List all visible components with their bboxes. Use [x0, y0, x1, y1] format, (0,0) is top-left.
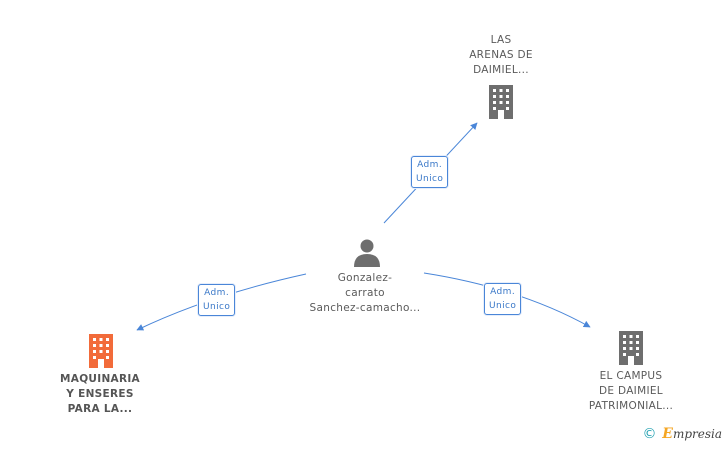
relation-badge[interactable]: Adm. Unico — [411, 156, 449, 188]
building-icon[interactable] — [485, 85, 517, 119]
empresia-logo: Empresia — [662, 426, 722, 442]
person-icon[interactable] — [352, 237, 382, 267]
company-label-las-arenas[interactable]: LAS ARENAS DE DAIMIEL... — [469, 34, 533, 76]
relation-badge[interactable]: Adm. Unico — [198, 284, 236, 316]
relation-badge[interactable]: Adm. Unico — [484, 283, 522, 315]
brand-footer: © Empresia — [642, 426, 722, 442]
building-icon[interactable] — [85, 334, 117, 368]
person-name-label[interactable]: Gonzalez- carrato Sanchez-camacho... — [309, 272, 421, 314]
company-label-el-campus[interactable]: EL CAMPUS DE DAIMIEL PATRIMONIAL... — [588, 370, 674, 412]
copyright-symbol: © — [642, 426, 657, 442]
building-icon[interactable] — [615, 331, 647, 365]
company-label-maquinaria[interactable]: MAQUINARIA Y ENSERES PARA LA... — [60, 373, 140, 415]
